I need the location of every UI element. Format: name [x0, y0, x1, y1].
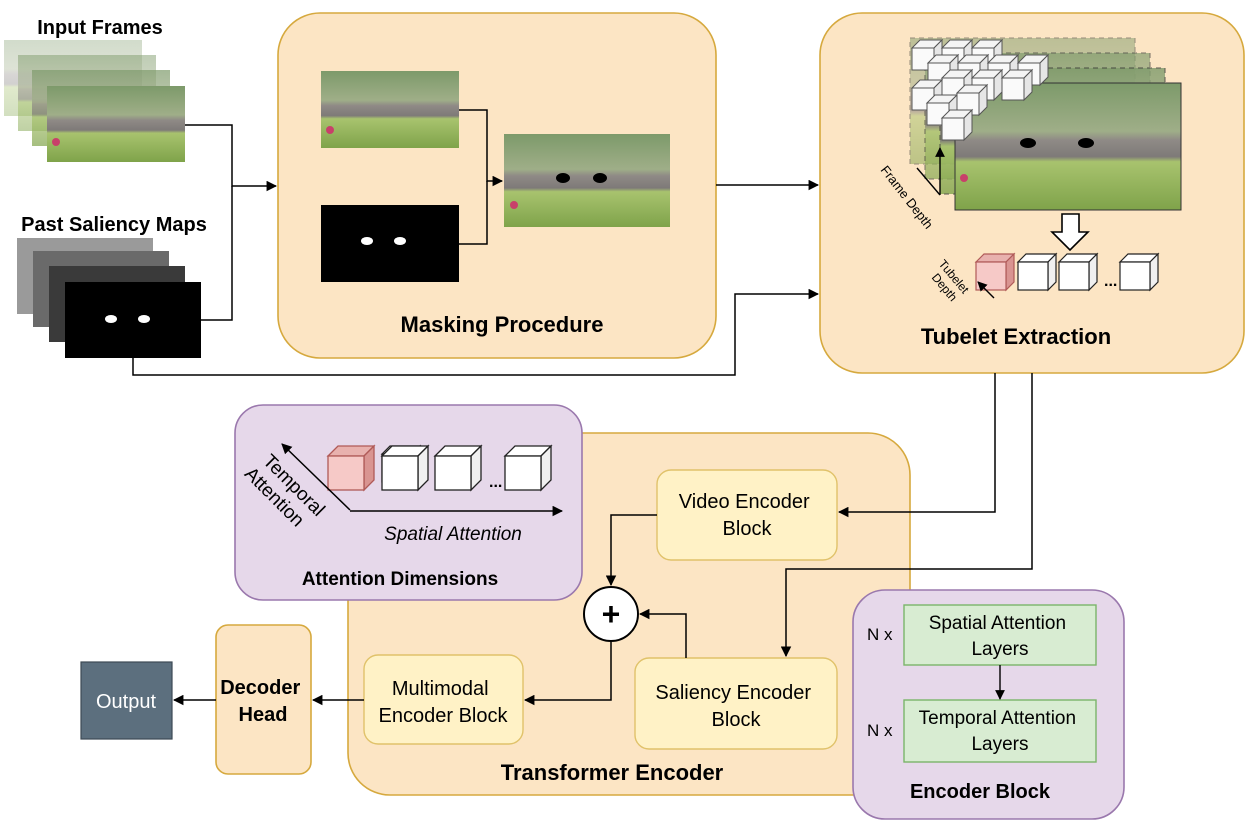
- temporal-attention-arrow: [281, 443, 351, 511]
- frame-depth-arrow: [916, 147, 945, 196]
- attention-ellipsis: ...: [489, 474, 502, 491]
- video-encoder-block: [656, 469, 838, 561]
- video-encoder-label-1: Video Encoder: [679, 491, 810, 513]
- tubelet-sequence: [975, 253, 1159, 291]
- past-saliency-maps-label: Past Saliency Maps: [21, 214, 207, 236]
- svg-text:Decoder Head: Decoder Head: [220, 677, 306, 726]
- svg-text:Spatial Attention Layers: Spatial Attention Layers: [929, 613, 1072, 660]
- output-label: Output: [96, 691, 156, 713]
- tubelet-extraction-title: Tubelet Extraction: [921, 324, 1111, 349]
- attention-dimensions-box: [234, 404, 583, 601]
- n-temporal-label: N x: [867, 721, 893, 740]
- saliency-encoder-label-2: Block: [712, 709, 762, 731]
- masking-procedure-title: Masking Procedure: [401, 312, 604, 337]
- temporal-layers-label-2: Layers: [971, 734, 1028, 755]
- svg-text:Multimodal Encoder Block: Multimodal Encoder Block: [379, 678, 509, 727]
- decoder-head-label-2: Head: [239, 704, 288, 726]
- connectors: [132, 109, 1033, 706]
- down-hollow-arrow: [1050, 213, 1090, 252]
- masked-frame: [504, 134, 670, 227]
- masking-saliency-map: [321, 205, 459, 282]
- transformer-encoder-title: Transformer Encoder: [501, 760, 724, 785]
- tubelet-ellipsis: ...: [1104, 273, 1117, 290]
- spatial-layers-label-1: Spatial Attention: [929, 613, 1066, 634]
- saliency-encoder-label-1: Saliency Encoder: [655, 682, 811, 704]
- attention-dimensions-title: Attention Dimensions: [302, 569, 498, 590]
- output-box: [80, 661, 173, 740]
- saliency-maps-stack: [17, 238, 201, 358]
- spatial-layers-label-2: Layers: [971, 639, 1028, 660]
- masking-input-frame: [321, 71, 459, 148]
- input-frames-stack: [4, 40, 185, 162]
- temporal-layers-label-1: Temporal Attention: [919, 708, 1076, 729]
- decoder-head-label-1: Decoder: [220, 677, 300, 699]
- decoder-head-box: [215, 624, 312, 775]
- spatial-attention-label: Spatial Attention: [384, 524, 522, 545]
- temporal-attention-layers: [903, 699, 1097, 763]
- svg-text:Video Encoder Block: Video Encoder Block: [679, 491, 815, 540]
- sum-node-symbol: +: [602, 596, 621, 632]
- n-spatial-label: N x: [867, 625, 893, 644]
- svg-text:Saliency Encoder Block: Saliency Encoder Block: [655, 682, 816, 731]
- tubelet-frame-stack: [909, 37, 1182, 211]
- input-frames-label: Input Frames: [37, 17, 163, 39]
- svg-text:Temporal Attention Layers: Temporal Attention Layers: [919, 708, 1082, 755]
- video-encoder-label-2: Block: [723, 518, 773, 540]
- spatial-attention-layers: [903, 604, 1097, 666]
- encoder-block-title: Encoder Block: [910, 781, 1051, 803]
- saliency-encoder-block: [634, 657, 838, 750]
- multimodal-label-1: Multimodal: [392, 678, 489, 700]
- tubelet-depth-arrow: [977, 281, 995, 299]
- attention-cubes: [327, 445, 552, 491]
- multimodal-label-2: Encoder Block: [379, 705, 509, 727]
